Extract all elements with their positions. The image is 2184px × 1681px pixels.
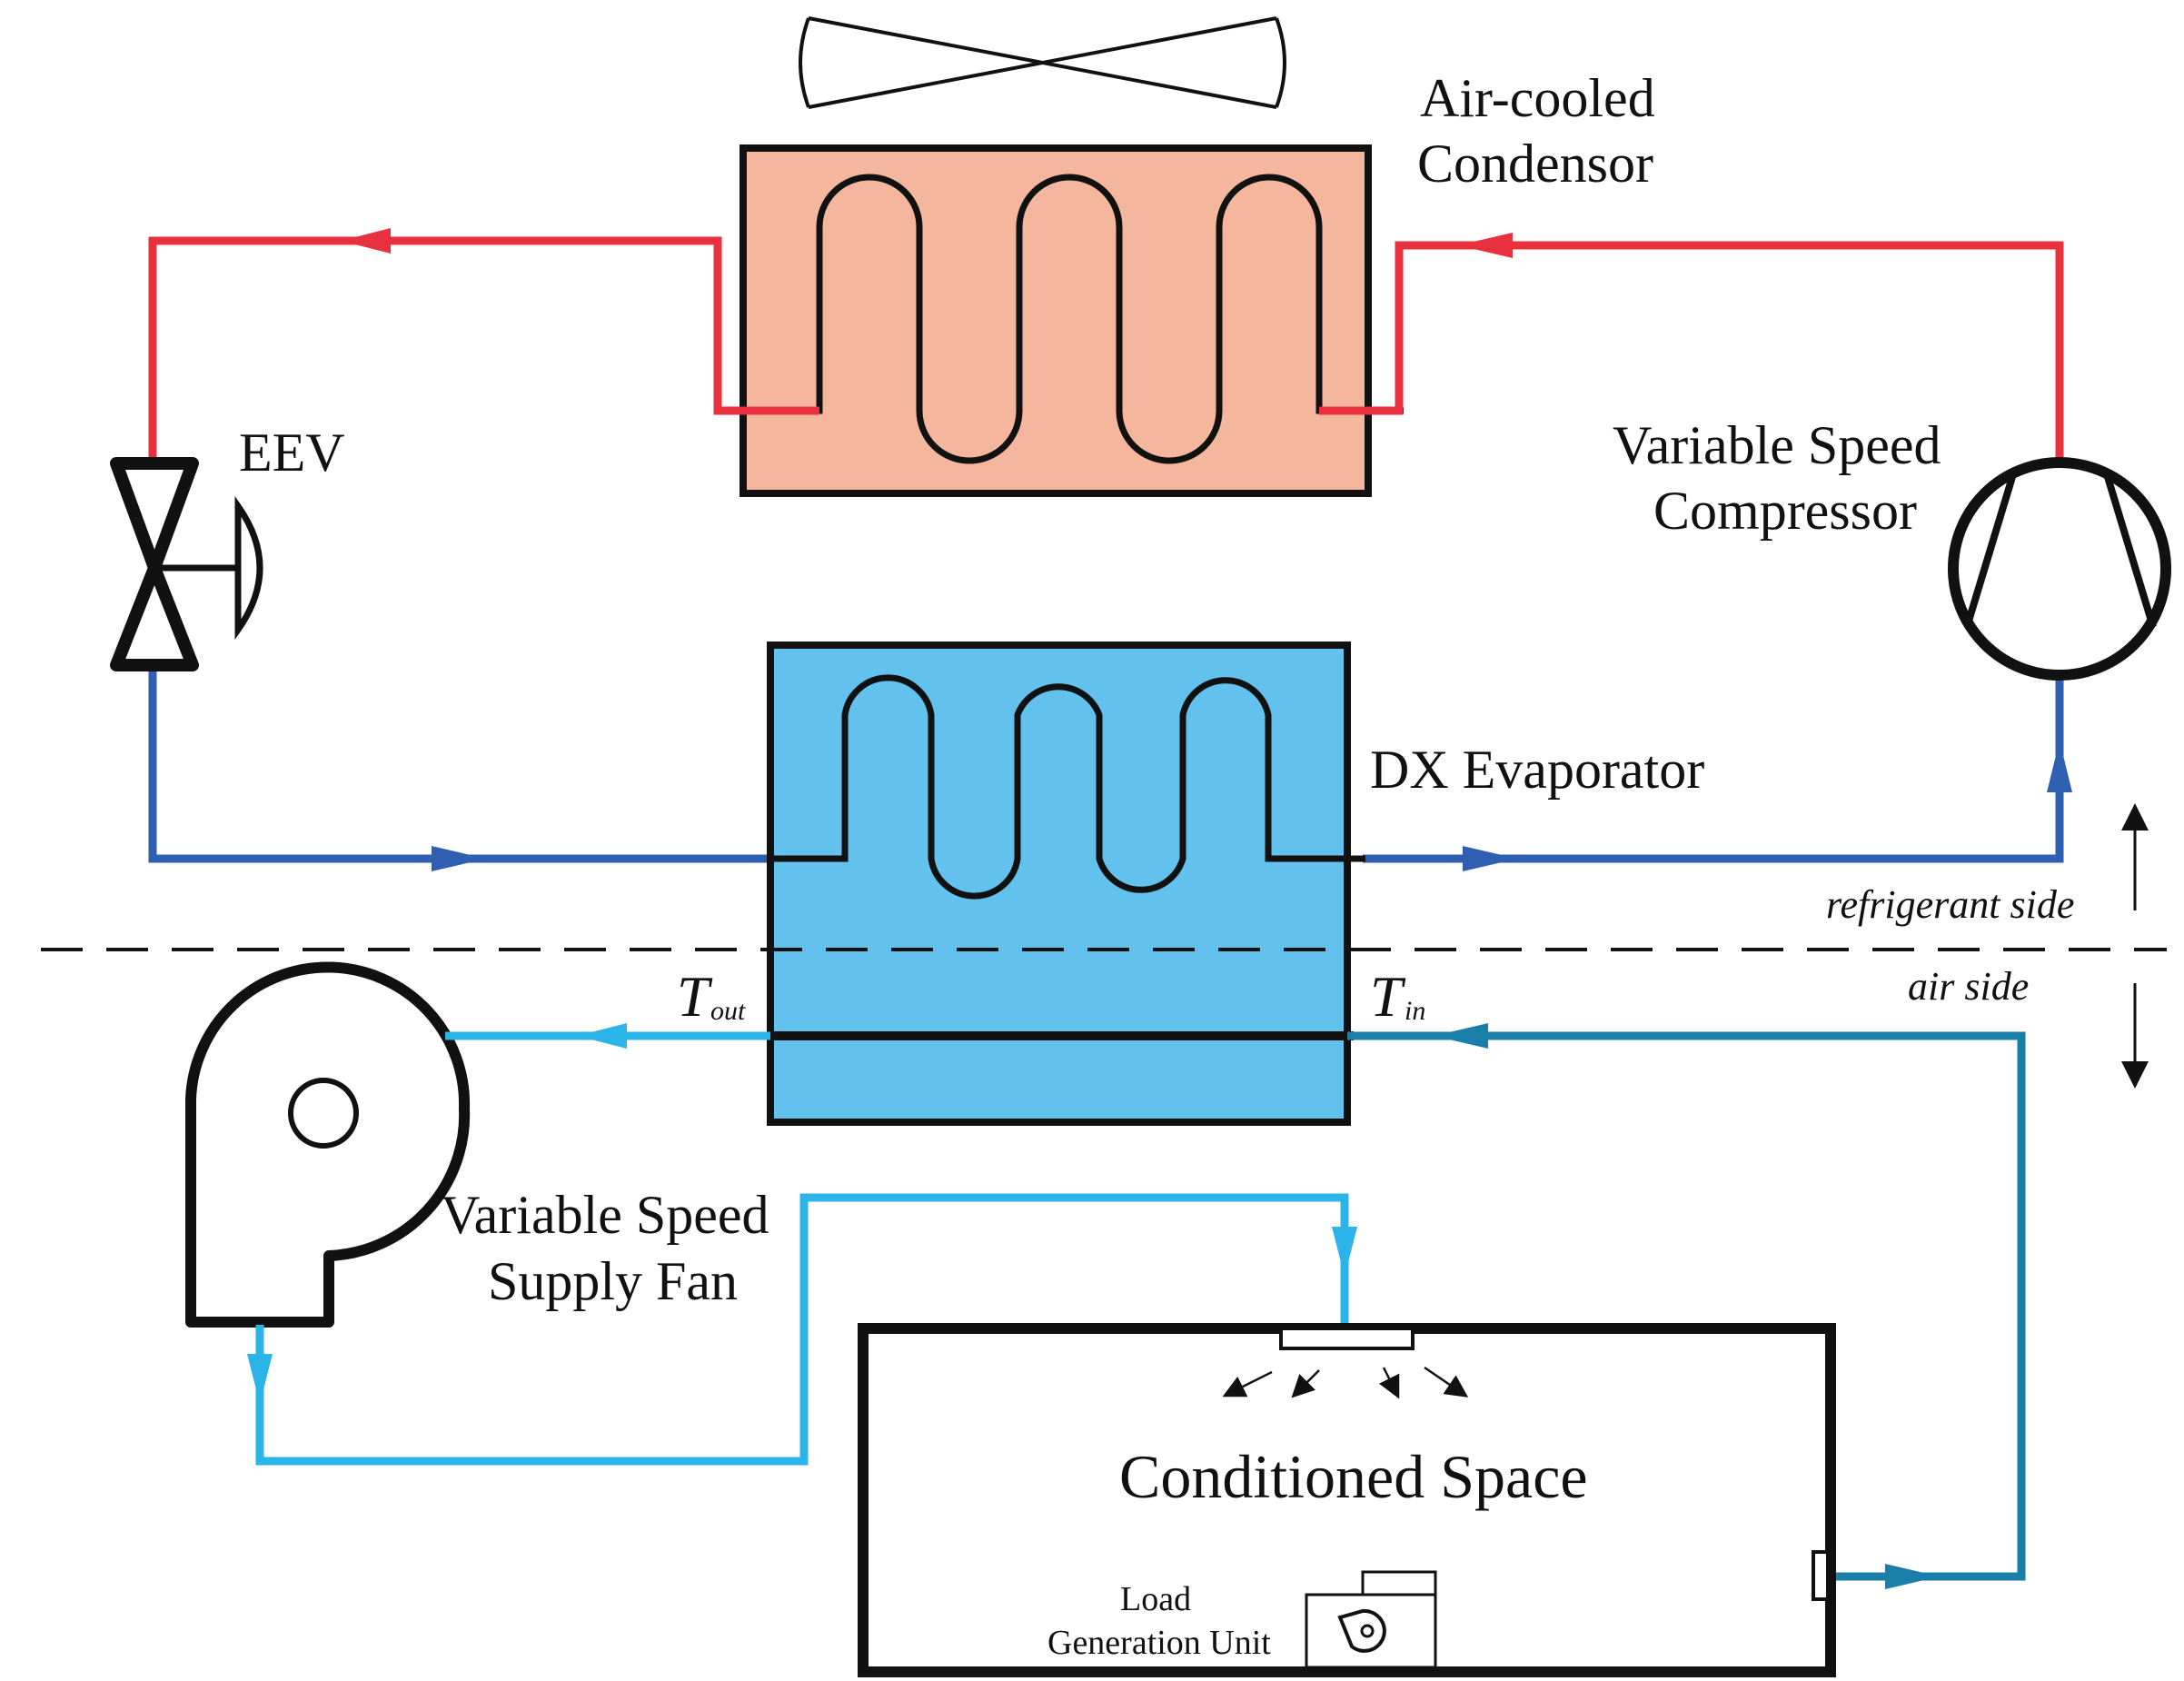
eev-label: EEV [239, 423, 345, 482]
hot-line-arrow-left [341, 228, 391, 254]
refrigerant-side-label: refrigerant side [1826, 882, 2074, 927]
evaporator-label: DX Evaporator [1370, 740, 1704, 800]
supply-fan-label-line2: Supply Fan [488, 1251, 738, 1311]
return-air-arrow-left [1434, 1023, 1488, 1049]
load-unit-label-line2: Generation Unit [1047, 1624, 1271, 1662]
condenser-label-line2: Condensor [1417, 134, 1653, 194]
condenser-fan-icon [799, 16, 1286, 109]
t-out-subscript: out [710, 996, 746, 1026]
compressor-label-line1: Variable Speed [1613, 415, 1941, 475]
supply-air-arrow-down-room [1332, 1227, 1357, 1277]
t-in-subscript: in [1405, 996, 1425, 1026]
eev-valve-icon [110, 457, 263, 671]
supply-diffuser [1279, 1327, 1415, 1350]
t-in-label: T in [1370, 964, 1425, 1029]
dx-evaporator [767, 642, 1365, 1126]
hot-line-arrow-right [1458, 233, 1513, 258]
air-cooled-condenser [716, 144, 1404, 497]
compressor-icon [1948, 457, 2171, 681]
t-in-symbol: T [1370, 964, 1406, 1029]
evaporator-coil [770, 674, 1365, 900]
air-side-label: air side [1908, 964, 2029, 1009]
supply-air-arrow-down-fan [247, 1354, 273, 1404]
t-out-symbol: T [677, 964, 713, 1029]
compressor-label-line2: Compressor [1653, 481, 1917, 541]
conditioned-space-label: Conditioned Space [1119, 1442, 1588, 1511]
diffuser-airflow-arrows [1222, 1366, 1469, 1399]
return-air-arrow-right [1885, 1564, 1940, 1589]
condenser-coil [716, 174, 1404, 464]
t-out-label: T out [677, 964, 746, 1029]
cold-line-arrow-left [432, 846, 486, 871]
cold-line-arrow-up [2047, 741, 2072, 792]
supply-air-arrow-left [577, 1023, 627, 1049]
hot-refrigerant-line [148, 236, 2064, 459]
cold-line-arrow-right [1463, 846, 1517, 871]
conditioned-space [858, 1323, 1836, 1677]
condenser-label-line1: Air-cooled [1420, 68, 1655, 128]
supply-fan-label-line1: Variable Speed [441, 1185, 769, 1245]
return-grille [1812, 1550, 1830, 1601]
load-unit-label-line1: Load [1120, 1580, 1191, 1618]
load-generation-unit-icon [1305, 1570, 1437, 1669]
supply-fan-icon [185, 961, 471, 1328]
cold-refrigerant-line [148, 668, 2064, 863]
